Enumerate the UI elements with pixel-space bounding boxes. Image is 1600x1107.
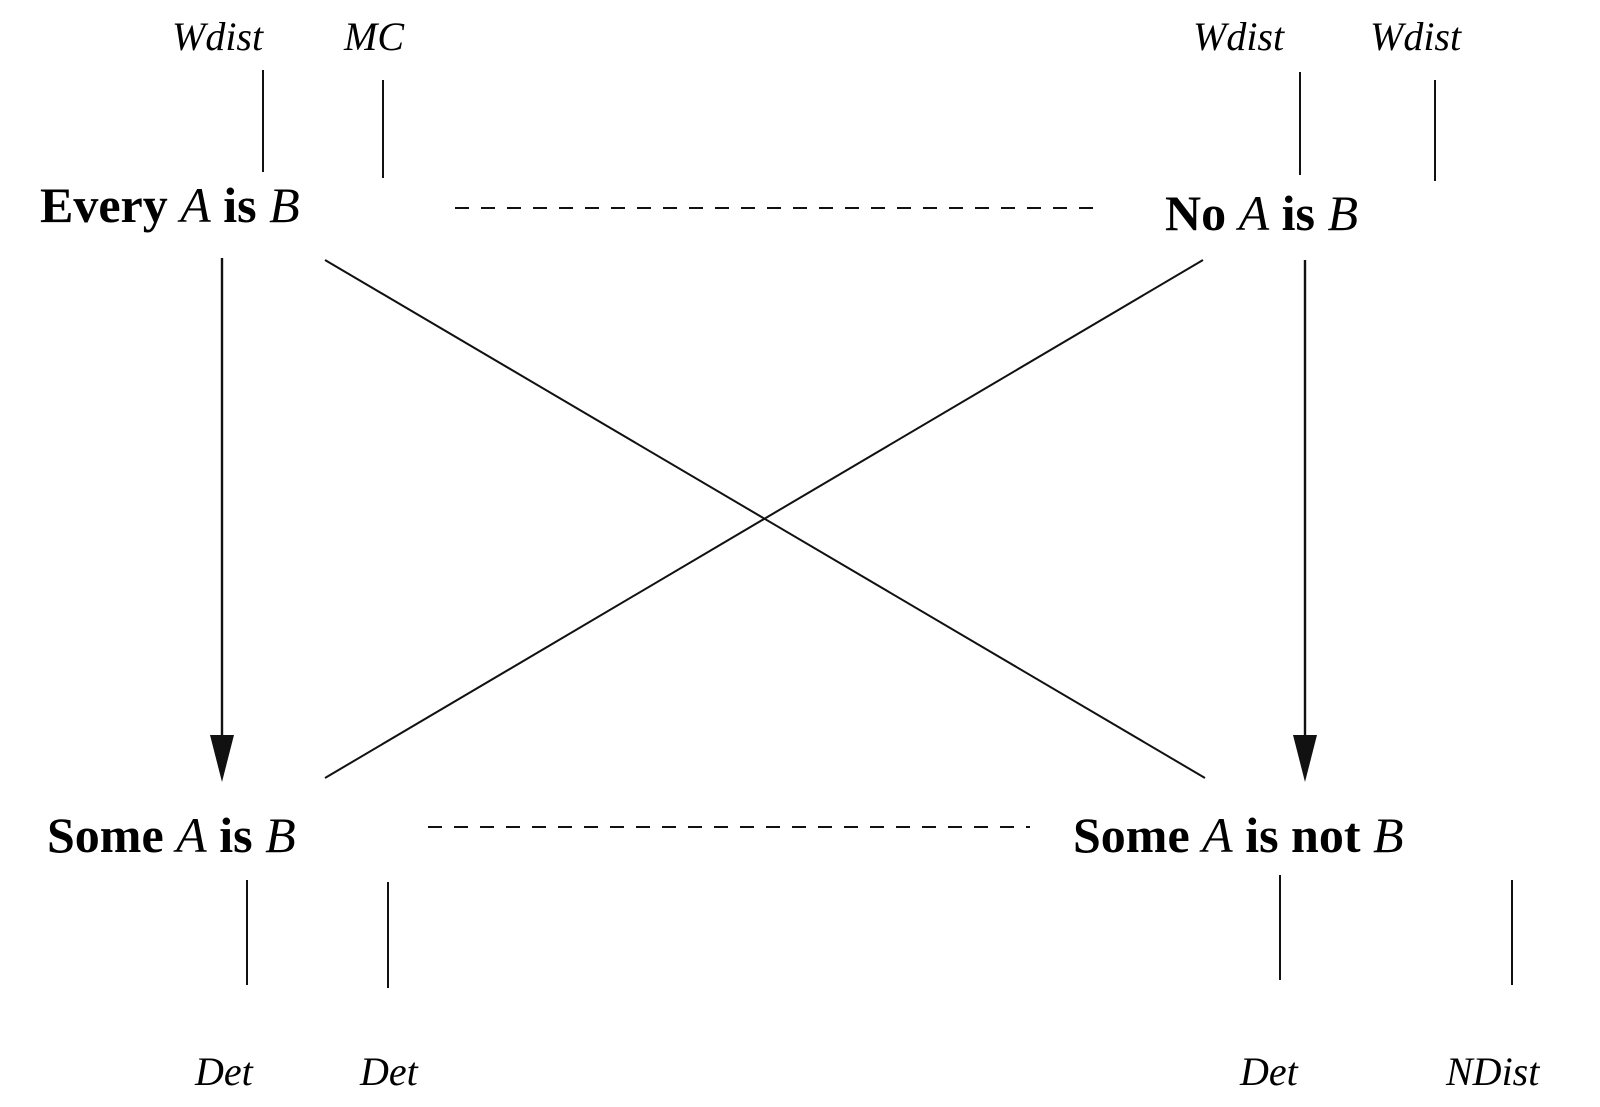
subject-no: A [1236, 185, 1270, 241]
predicate-every: B [269, 177, 300, 233]
arrowhead-every-to-some [210, 735, 234, 782]
copula-some: is [219, 807, 252, 863]
subject-some-not: A [1199, 807, 1233, 863]
predicate-some: B [265, 807, 296, 863]
subject-every: A [177, 177, 211, 233]
predicate-no: B [1328, 185, 1359, 241]
annotation-some-subject: Det [194, 1049, 254, 1094]
proposition-no: No A is B [1165, 185, 1358, 241]
annotation-some-not-subject: Det [1239, 1049, 1299, 1094]
annotation-every-predicate: MC [343, 14, 405, 59]
annotation-no-subject: Wdist [1193, 14, 1285, 59]
annotation-no-predicate: Wdist [1370, 14, 1462, 59]
arrowhead-no-to-some-not [1293, 735, 1317, 782]
predicate-some-not: B [1373, 807, 1404, 863]
proposition-some: Some A is B [47, 807, 296, 863]
proposition-some-not: Some A is not B [1073, 807, 1404, 863]
annotation-every-subject: Wdist [172, 14, 264, 59]
quantifier-every: Every [40, 177, 168, 233]
copula-no: is [1282, 185, 1315, 241]
copula-some-not: is not [1245, 807, 1361, 863]
diagonal-no-to-some [324, 259, 1204, 779]
proposition-every: Every A is B [40, 177, 300, 233]
subject-some: A [173, 807, 207, 863]
annotation-some-not-predicate: NDist [1445, 1049, 1540, 1094]
quantifier-no: No [1165, 185, 1226, 241]
quantifier-some-not: Some [1073, 807, 1190, 863]
annotation-some-predicate: Det [359, 1049, 419, 1094]
copula-every: is [223, 177, 256, 233]
quantifier-some: Some [47, 807, 164, 863]
